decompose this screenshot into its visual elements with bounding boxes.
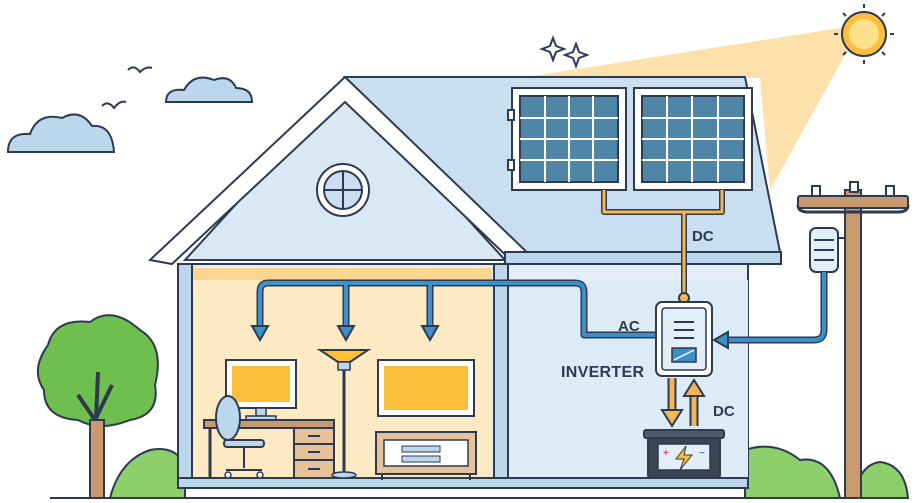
ac-label: AC <box>618 318 640 335</box>
svg-text:+: + <box>663 448 669 459</box>
round-window-icon <box>316 163 370 217</box>
floor-lamp-icon <box>316 349 372 479</box>
battery-icon: + − <box>643 429 725 479</box>
tv-stand-icon <box>375 431 477 480</box>
chair-icon <box>215 395 265 479</box>
grid-wire <box>711 272 828 350</box>
monitor-icon <box>225 359 297 421</box>
transformer-icon <box>809 227 846 273</box>
bird-icon <box>101 66 153 110</box>
bush <box>853 460 910 499</box>
tree-icon <box>37 314 159 499</box>
solar-panel-icon <box>633 87 753 191</box>
sun-icon <box>834 4 894 64</box>
desk-icon <box>203 419 335 479</box>
dc-label-bottom: DC <box>713 403 735 420</box>
solar-panel-icon <box>507 87 627 191</box>
bush <box>108 448 186 499</box>
bush <box>744 445 842 499</box>
inverter-label: INVERTER <box>561 364 644 381</box>
cloud-icon <box>6 113 116 153</box>
ac-wire <box>250 279 655 343</box>
sparkle-icon <box>539 35 590 69</box>
tv-icon <box>377 359 475 417</box>
sunbeam <box>520 25 870 190</box>
dc-arrows <box>660 378 706 428</box>
svg-text:−: − <box>699 448 705 459</box>
dc-label-top: DC <box>692 228 714 245</box>
cloud-icon <box>164 76 254 103</box>
utility-pole-icon <box>796 181 910 499</box>
inverter-icon <box>655 301 713 377</box>
